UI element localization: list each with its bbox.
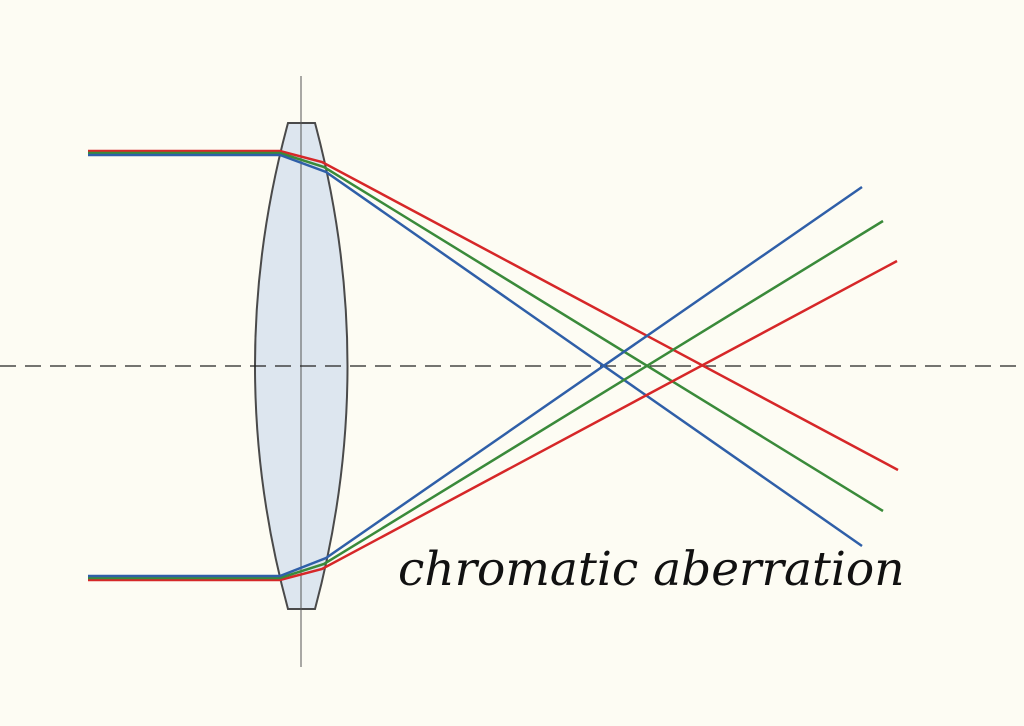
ray-green-upper xyxy=(88,151,884,513)
lower-incoming-rays xyxy=(88,185,898,582)
ray-blue-upper xyxy=(88,153,863,548)
diagram-caption: chromatic aberration xyxy=(398,542,905,597)
ray-blue-lower xyxy=(88,185,863,578)
ray-red-upper xyxy=(88,149,899,472)
ray-red-lower xyxy=(88,259,898,582)
ray-green-lower xyxy=(88,219,884,580)
upper-incoming-rays xyxy=(88,149,899,548)
